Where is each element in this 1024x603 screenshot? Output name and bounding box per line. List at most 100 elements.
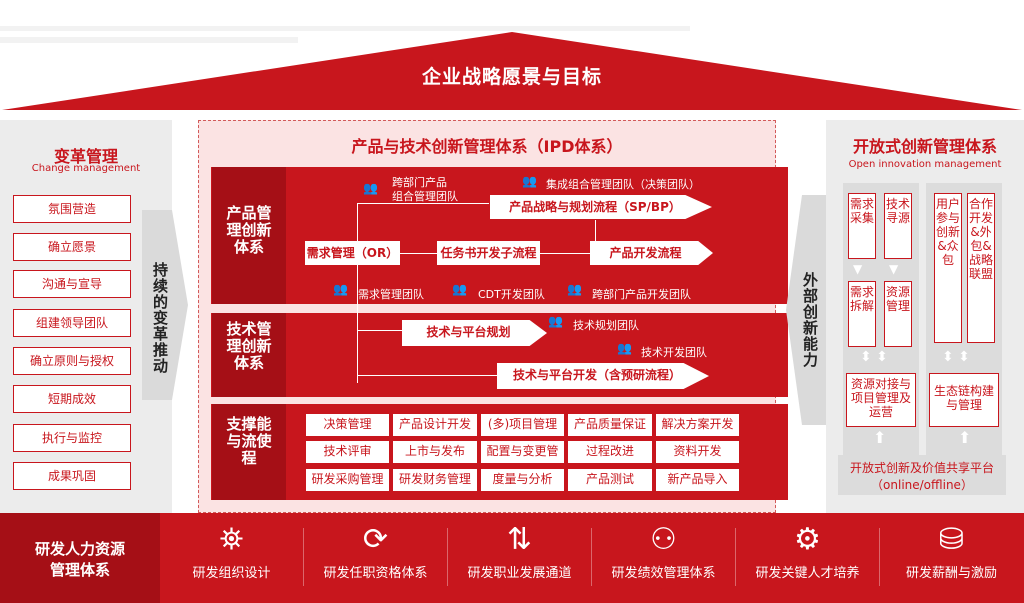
product-band [211, 167, 788, 304]
external-arrow-text: 外部创新能力 [801, 272, 819, 368]
change-arrow [142, 210, 188, 400]
support-cell: 解决方案开发 [656, 414, 739, 436]
process-tech-plan: 技术与平台规划 [402, 320, 547, 346]
hr-title-line1: 研发人力资源 [34, 540, 125, 558]
team-performance-icon: ⚇ [650, 522, 677, 557]
divider [303, 528, 304, 586]
product-band-label: 产品管理创新体系 [212, 167, 286, 304]
team-label: 跨部门产品开发团队 [592, 288, 691, 301]
up-down-arrow-icon: ⬍ ⬍ [860, 349, 888, 365]
open-cell: 需求拆解 [848, 281, 876, 347]
support-cell: (多)项目管理 [481, 414, 564, 436]
divider [447, 528, 448, 586]
up-arrow-icon: ⬆ [873, 428, 887, 447]
change-item: 成果巩固 [13, 462, 131, 490]
org-structure-icon: ⛯ [219, 522, 244, 557]
team-icon: 👥 [617, 341, 632, 355]
down-arrow-icon: ▼ [889, 262, 899, 276]
hr-item-label: 研发绩效管理体系 [611, 566, 716, 581]
connector-line [540, 253, 590, 254]
connector-line [595, 220, 596, 242]
team-label: 组合管理团队 [392, 190, 458, 203]
hr-item: ⛯ 研发组织设计 [160, 522, 303, 582]
open-cell: 资源对接与项目管理及运营 [846, 373, 916, 427]
down-arrow-icon: ▼ [853, 262, 863, 276]
hr-item: ⟳ 研发任职资格体系 [304, 522, 447, 582]
support-cell: 产品设计开发 [393, 414, 477, 436]
hr-item-label: 研发职业发展通道 [467, 566, 572, 581]
change-item: 确立原则与授权 [13, 347, 131, 375]
open-cell: 合作开发&外包&战略联盟 [967, 193, 995, 343]
open-innovation-title: 开放式创新管理体系 [852, 137, 997, 156]
reward-icon: ⛁ [938, 522, 965, 557]
change-item: 沟通与宣导 [13, 270, 131, 298]
support-cell: 资料开发 [656, 441, 739, 463]
support-cell: 研发采购管理 [306, 469, 389, 491]
support-cell: 配置与变更管理 [481, 441, 564, 479]
support-cell: 新产品导入 [656, 469, 739, 491]
hr-title-line2: 管理体系 [49, 561, 110, 579]
hr-band [0, 513, 1024, 603]
process-product-dev: 产品开发流程 [590, 241, 713, 265]
team-icon: 👥 [567, 282, 582, 296]
process-charter: 任务书开发子流程 [437, 241, 540, 265]
change-arrow-text: 持续的变革推动 [151, 262, 169, 374]
hr-title-box: 研发人力资源 管理体系 [0, 513, 160, 603]
connector-line [357, 203, 489, 204]
tech-band-label: 技术管理创新体系 [212, 313, 286, 397]
change-management-subtitle: Change management [31, 163, 141, 174]
hr-item: ⛁ 研发薪酬与激励 [880, 522, 1023, 582]
hr-item-label: 研发关键人才培养 [755, 566, 860, 581]
open-platform-title: 开放式创新及价值共享平台 [849, 461, 994, 475]
open-cell: 生态链构建与管理 [929, 373, 999, 427]
change-item: 氛围营造 [13, 195, 131, 223]
team-icon: 👥 [363, 181, 378, 195]
change-item: 执行与监控 [13, 424, 131, 452]
roof-title: 企业战略愿景与目标 [421, 66, 602, 88]
hr-item: ⚇ 研发绩效管理体系 [592, 522, 735, 582]
process-strategy: 产品战略与规划流程（SP/BP） [490, 195, 712, 219]
team-icon: 👥 [452, 282, 467, 296]
team-icon: 👥 [522, 174, 537, 188]
support-cell: 产品测试 [568, 469, 652, 491]
support-band-label: 支撑能与流使程 [212, 404, 286, 500]
hr-item-label: 研发组织设计 [192, 566, 271, 581]
connector-line [400, 253, 440, 254]
roof [2, 32, 1022, 110]
cycle-people-icon: ⟳ [362, 522, 389, 557]
team-label: 技术规划团队 [573, 319, 639, 332]
change-management-title: 变革管理 [53, 147, 118, 166]
team-icon: 👥 [333, 282, 348, 296]
support-cell: 决策管理 [306, 414, 389, 436]
support-cell: 度量与分析 [481, 469, 564, 491]
support-cell: 上市与发布 [393, 441, 477, 463]
open-cell: 用户参与创新&众包 [934, 193, 962, 343]
divider [735, 528, 736, 586]
support-cell: 产品质量保证 [568, 414, 652, 436]
divider [591, 528, 592, 586]
team-label: CDT开发团队 [478, 288, 545, 301]
support-cell: 过程改进 [568, 441, 652, 463]
team-label: 技术开发团队 [641, 346, 707, 359]
open-cell: 资源管理 [884, 281, 912, 347]
up-down-arrow-icon: ⬍ ⬍ [942, 349, 970, 365]
ipd-title: 产品与技术创新管理体系（IPD体系） [351, 137, 623, 156]
hr-item-label: 研发薪酬与激励 [905, 566, 997, 581]
open-cell: 需求采集 [848, 193, 876, 259]
top-faint-bar [0, 37, 298, 43]
process-tech-dev: 技术与平台开发（含预研流程） [497, 363, 709, 389]
team-label: 集成组合管理团队（决策团队） [546, 178, 700, 191]
open-platform-sub: （online/offline） [871, 478, 973, 492]
change-item: 组建领导团队 [13, 309, 131, 337]
career-path-icon: ⇅ [506, 522, 533, 557]
connector-line [357, 375, 497, 376]
team-label: 需求管理团队 [358, 288, 424, 301]
talent-icon: ⚙ [794, 522, 821, 557]
divider [879, 528, 880, 586]
change-item: 确立愿景 [13, 233, 131, 261]
support-cell: 研发财务管理 [393, 469, 477, 491]
hr-item: ⇅ 研发职业发展通道 [448, 522, 591, 582]
change-item: 短期成效 [13, 385, 131, 413]
open-innovation-subtitle: Open innovation management [848, 159, 1002, 170]
